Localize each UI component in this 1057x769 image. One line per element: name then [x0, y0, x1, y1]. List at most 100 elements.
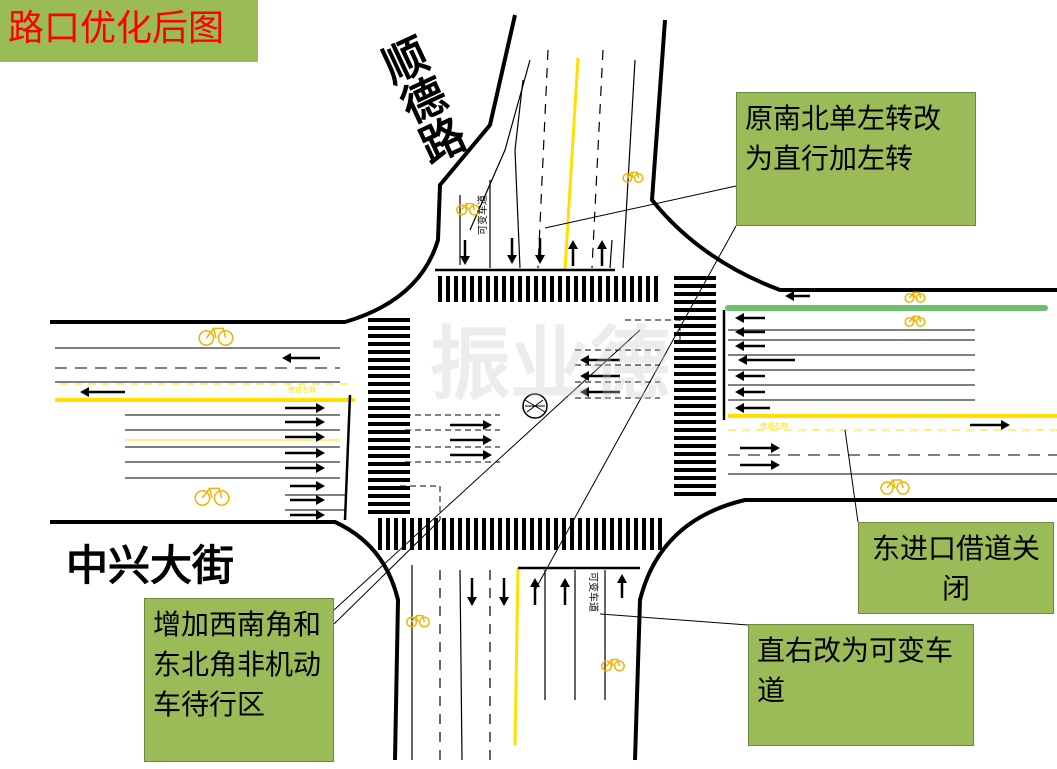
crosswalk-stripe	[368, 438, 410, 442]
crosswalk-north	[438, 276, 658, 302]
crosswalk-stripe	[674, 428, 716, 432]
crosswalk-stripe	[466, 518, 470, 550]
crosswalk-stripe	[634, 518, 638, 550]
crosswalk-stripe	[562, 518, 566, 550]
crosswalk-stripe	[426, 518, 430, 550]
crosswalk-stripe	[470, 276, 474, 302]
crosswalk-stripe	[574, 276, 578, 302]
crosswalk-stripe	[586, 518, 590, 550]
south-variable-label: 可变车道	[587, 572, 600, 612]
crosswalk-stripe	[368, 454, 410, 458]
crosswalk-south	[378, 518, 662, 550]
crosswalk-stripe	[674, 404, 716, 408]
crosswalk-stripe	[674, 356, 716, 360]
crosswalk-stripe	[674, 436, 716, 440]
crosswalk-stripe	[368, 366, 410, 370]
crosswalk-stripe	[446, 276, 450, 302]
crosswalk-stripe	[368, 382, 410, 386]
crosswalk-west	[368, 318, 410, 514]
crosswalk-stripe	[606, 276, 610, 302]
lane-arrows	[80, 238, 1010, 606]
crosswalk-stripe	[582, 276, 586, 302]
crosswalk-stripe	[368, 486, 410, 490]
crosswalk-stripe	[618, 518, 622, 550]
lane-arrow-head	[316, 495, 325, 505]
crosswalk-stripe	[674, 292, 716, 296]
bike-icon	[601, 658, 625, 672]
west-stop-line	[343, 394, 352, 521]
crosswalk-stripe	[368, 390, 410, 394]
crosswalk-stripe	[368, 510, 410, 514]
crosswalk-stripe	[386, 518, 390, 550]
crosswalk-stripe	[610, 518, 614, 550]
bike-icon	[194, 487, 230, 506]
crosswalk-stripe	[674, 396, 716, 400]
lane-arrow-head	[771, 460, 780, 470]
crosswalk-stripe	[368, 502, 410, 506]
crosswalk-stripe	[578, 518, 582, 550]
lane-arrow-head	[467, 597, 477, 606]
callout-east-close: 东进口借道关闭	[858, 522, 1054, 614]
crosswalk-stripe	[368, 470, 410, 474]
crosswalk-stripe	[368, 374, 410, 378]
lane-arrow-head	[316, 403, 325, 413]
crosswalk-stripe	[674, 484, 716, 488]
crosswalk-stripe	[674, 348, 716, 352]
center-marker	[522, 393, 548, 419]
crosswalk-stripe	[642, 518, 646, 550]
west-borrow-label: 借道左转	[288, 385, 316, 394]
crosswalk-stripe	[368, 358, 410, 362]
crosswalk-stripe	[462, 276, 466, 302]
bike-icon	[456, 202, 480, 216]
crosswalk-stripe	[498, 518, 502, 550]
lane-arrow-head	[735, 403, 744, 413]
crosswalk-stripe	[654, 276, 658, 302]
crosswalk-stripe	[458, 518, 462, 550]
crosswalk-stripe	[394, 518, 398, 550]
crosswalk-stripe	[674, 276, 716, 280]
lane-arrow-head	[617, 574, 627, 583]
lane-arrow-head	[735, 313, 744, 323]
crosswalk-stripe	[630, 276, 634, 302]
crosswalk-stripe	[518, 276, 522, 302]
crosswalk-stripe	[494, 276, 498, 302]
crosswalk-stripe	[454, 276, 458, 302]
crosswalk-stripe	[674, 420, 716, 424]
callout-bike-waiting: 增加西南角和东北角非机动车待行区	[144, 598, 334, 762]
crosswalk-stripe	[368, 422, 410, 426]
crosswalk-stripe	[570, 518, 574, 550]
crosswalk-east	[674, 276, 716, 496]
road-name-east-west: 中兴大街	[66, 541, 235, 590]
south-center-yellow	[513, 567, 520, 746]
lane-arrow-head	[460, 256, 470, 265]
crosswalk-stripe	[674, 412, 716, 416]
crosswalk-stripe	[486, 276, 490, 302]
lane-arrow-head	[560, 578, 570, 587]
crosswalk-stripe	[502, 276, 506, 302]
crosswalk-stripe	[506, 518, 510, 550]
crosswalk-stripe	[530, 518, 534, 550]
bike-icon	[880, 479, 910, 495]
crosswalk-stripe	[474, 518, 478, 550]
lane-arrow-head	[507, 255, 517, 264]
crosswalk-stripe	[658, 518, 662, 550]
crosswalk-stripe	[622, 276, 626, 302]
crosswalk-stripe	[614, 276, 618, 302]
lane-arrow-head	[483, 450, 492, 460]
crosswalk-stripe	[566, 276, 570, 302]
lane-arrow-head	[580, 371, 589, 381]
crosswalk-stripe	[674, 364, 716, 368]
crosswalk-stripe	[674, 388, 716, 392]
crosswalk-stripe	[674, 316, 716, 320]
crosswalk-stripe	[368, 462, 410, 466]
curb-lines	[50, 14, 1057, 761]
lane-arrow-head	[316, 417, 325, 427]
north-variable-label: 可变车道	[476, 195, 489, 235]
north-center-yellow	[563, 57, 580, 271]
crosswalk-stripe	[526, 276, 530, 302]
crosswalk-stripe	[602, 518, 606, 550]
crosswalk-stripe	[368, 342, 410, 346]
crosswalk-stripe	[438, 276, 442, 302]
